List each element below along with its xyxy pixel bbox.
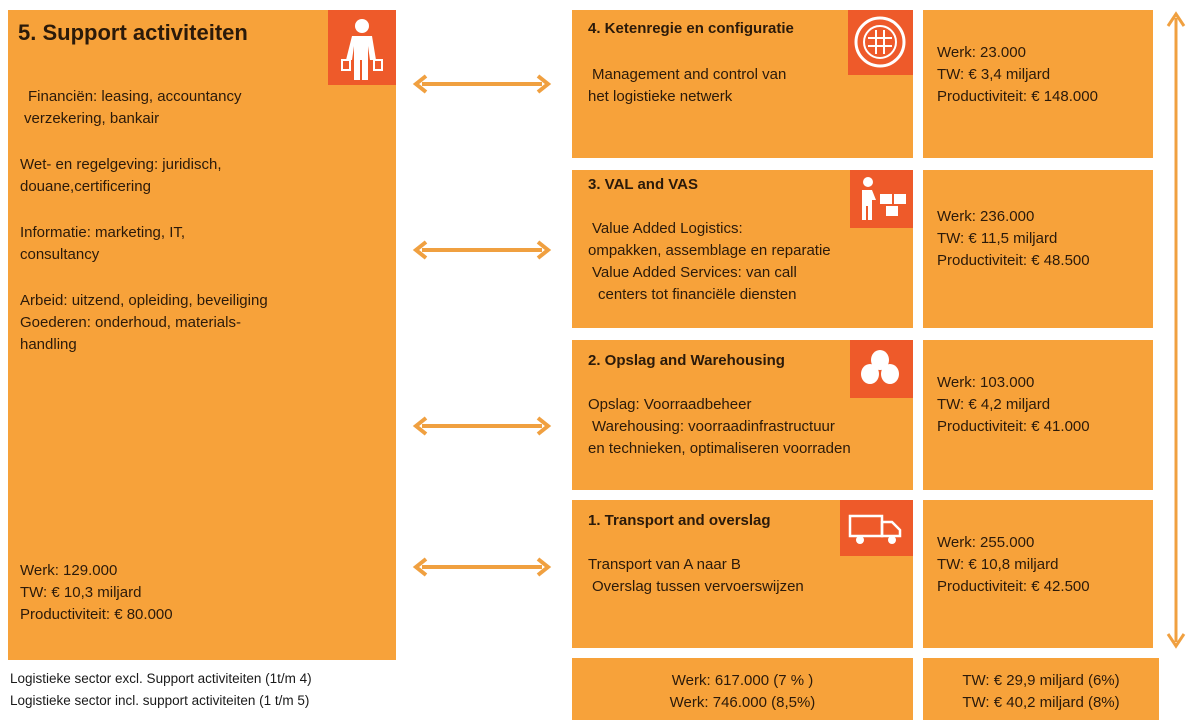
activity-line: centers tot financiële diensten <box>598 286 797 303</box>
activity-stat: TW: € 10,8 miljard <box>937 556 1059 573</box>
activity-line: ompakken, assemblage en reparatie <box>588 242 831 259</box>
activity-line: Value Added Logistics: <box>592 220 743 237</box>
activity-title-1: 1. Transport and overslag <box>588 512 771 529</box>
stats-box-2 <box>923 340 1153 490</box>
double-arrow-icon <box>412 416 552 436</box>
totals-tw: TW: € 40,2 miljard (8%) <box>962 694 1120 711</box>
activity-stat: Werk: 23.000 <box>937 44 1026 61</box>
vertical-double-arrow-icon <box>1166 11 1186 649</box>
activity-line: Warehousing: voorraadinfrastructuur <box>592 418 835 435</box>
stats-box-3 <box>923 170 1153 328</box>
support-line: douane,certificering <box>20 178 151 195</box>
worker-boxes-icon <box>862 177 906 220</box>
activity-line: Transport van A naar B <box>588 556 741 573</box>
activity-stat: Werk: 255.000 <box>937 534 1035 551</box>
barrels-icon <box>861 350 899 384</box>
activity-stat: TW: € 4,2 miljard <box>937 396 1051 413</box>
activity-line: en technieken, optimaliseren voorraden <box>588 440 851 457</box>
support-stat: Werk: 129.000 <box>20 562 118 579</box>
person-icon <box>341 19 383 80</box>
activity-title-4: 4. Ketenregie en configuratie <box>588 20 794 37</box>
activity-stat: Productiviteit: € 41.000 <box>937 418 1090 435</box>
support-line: handling <box>20 336 77 353</box>
support-line: Informatie: marketing, IT, <box>20 224 186 241</box>
support-stat: Productiviteit: € 80.000 <box>20 606 173 623</box>
activity-title-2: 2. Opslag and Warehousing <box>588 352 785 369</box>
activity-stat: Productiviteit: € 42.500 <box>937 578 1090 595</box>
totals-label: Logistieke sector incl. support activite… <box>10 693 310 708</box>
double-arrow-icon <box>412 74 552 94</box>
network-icon <box>854 16 906 68</box>
support-activities-box <box>8 10 396 660</box>
activity-line: het logistieke netwerk <box>588 88 733 105</box>
support-line: Wet- en regelgeving: juridisch, <box>20 156 222 173</box>
support-line: Financiën: leasing, accountancy <box>28 88 242 105</box>
activity-line: Opslag: Voorraadbeheer <box>588 396 752 413</box>
activity-title-3: 3. VAL and VAS <box>588 176 699 193</box>
activity-stat: TW: € 3,4 miljard <box>937 66 1051 83</box>
network-icon-box <box>848 10 913 75</box>
totals-label: Logistieke sector excl. Support activite… <box>10 671 312 686</box>
double-arrow-icon <box>412 240 552 260</box>
support-stat: TW: € 10,3 miljard <box>20 584 142 601</box>
totals-tw: TW: € 29,9 miljard (6%) <box>962 672 1120 689</box>
truck-icon <box>848 514 902 544</box>
activity-line: Management and control van <box>592 66 787 83</box>
support-title: 5. Support activiteiten <box>18 20 248 45</box>
totals-werk-box <box>572 658 913 720</box>
activity-stat: TW: € 11,5 miljard <box>937 230 1058 247</box>
truck-icon-box <box>840 500 913 556</box>
support-line: verzekering, bankair <box>24 110 160 127</box>
person-icon-box <box>328 10 396 85</box>
activity-stat: Werk: 103.000 <box>937 374 1035 391</box>
stats-box-1 <box>923 500 1153 648</box>
support-line: Goederen: onderhoud, materials- <box>20 314 241 331</box>
stats-box-4 <box>923 10 1153 158</box>
activity-line: Value Added Services: van call <box>592 264 797 281</box>
totals-werk: Werk: 617.000 (7 % ) <box>671 672 814 689</box>
activity-stat: Productiviteit: € 48.500 <box>937 252 1090 269</box>
worker-boxes-icon-box <box>850 170 913 228</box>
double-arrow-icon <box>412 557 552 577</box>
activity-stat: Productiviteit: € 148.000 <box>937 88 1098 105</box>
support-line: Arbeid: uitzend, opleiding, beveiliging <box>20 292 268 309</box>
activity-stat: Werk: 236.000 <box>937 208 1035 225</box>
support-line: consultancy <box>20 246 100 263</box>
barrels-icon-box <box>850 340 913 398</box>
totals-werk: Werk: 746.000 (8,5%) <box>669 694 816 711</box>
totals-tw-box <box>923 658 1159 720</box>
activity-line: Overslag tussen vervoerswijzen <box>592 578 804 595</box>
